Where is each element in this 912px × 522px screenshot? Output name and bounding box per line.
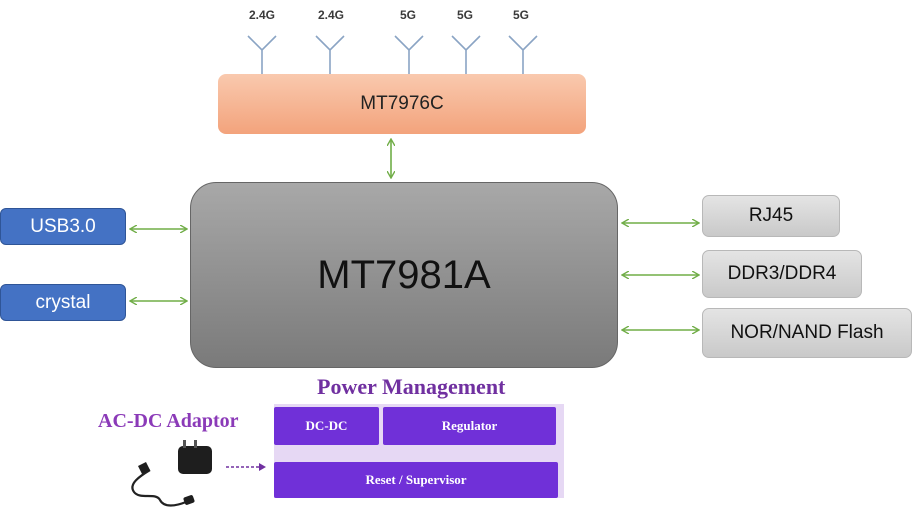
usb-block: USB3.0 xyxy=(0,208,126,245)
antenna-2g4-a-icon xyxy=(247,35,277,74)
adaptor-label: AC-DC Adaptor xyxy=(98,410,239,432)
antenna-5g-a-icon xyxy=(394,35,424,74)
soc-block: MT7981A xyxy=(190,182,618,368)
antenna-label-1: 2.4G xyxy=(249,8,276,22)
regulator-label: Regulator xyxy=(441,418,498,433)
reset-supervisor-block: Reset / Supervisor xyxy=(274,462,558,498)
antenna-5g-b-icon xyxy=(451,35,481,74)
antenna-2g4-b-icon xyxy=(315,35,345,74)
wifi-chip-label: MT7976C xyxy=(360,93,444,114)
antenna-label-5: 5G xyxy=(513,8,530,22)
dcdc-block: DC-DC xyxy=(274,407,379,445)
crystal-block: crystal xyxy=(0,284,126,321)
dcdc-label: DC-DC xyxy=(305,418,348,433)
ddr-label: DDR3/DDR4 xyxy=(727,263,837,284)
antenna-label-3: 5G xyxy=(400,8,417,22)
crystal-label: crystal xyxy=(35,291,91,313)
ddr-block: DDR3/DDR4 xyxy=(702,250,862,298)
antenna-label-4: 5G xyxy=(457,8,474,22)
usb-label: USB3.0 xyxy=(30,215,96,237)
reset-supervisor-label: Reset / Supervisor xyxy=(365,472,467,487)
antenna-5g-c-icon xyxy=(508,35,538,74)
flash-block: NOR/NAND Flash xyxy=(702,308,912,358)
rj45-label: RJ45 xyxy=(748,205,794,226)
antenna-label-2: 2.4G xyxy=(318,8,345,22)
wifi-chip-block: MT7976C xyxy=(218,74,586,134)
power-management-title: Power Management xyxy=(317,374,506,399)
soc-label: MT7981A xyxy=(317,252,491,297)
rj45-block: RJ45 xyxy=(702,195,840,237)
flash-label: NOR/NAND Flash xyxy=(730,322,884,343)
regulator-block: Regulator xyxy=(383,407,556,445)
ac-dc-adaptor-icon xyxy=(131,440,212,507)
